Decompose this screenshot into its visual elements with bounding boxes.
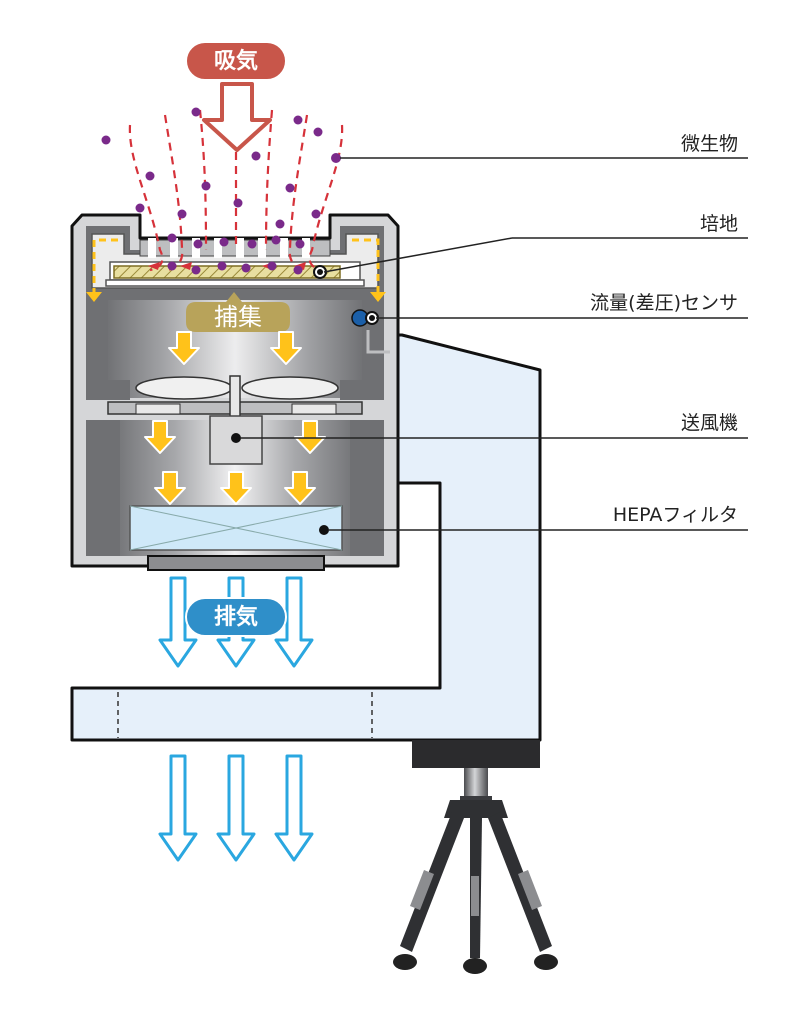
tripod (393, 740, 558, 974)
side-airflow (86, 238, 386, 302)
callout-blower: 送風機 (231, 412, 748, 443)
exhaust-arrow-icon (216, 754, 256, 862)
intake-label-pill: 吸気 (185, 41, 287, 81)
microbe-particles (101, 107, 341, 275)
intake-airflow-lines (128, 109, 344, 272)
tripod-foot (534, 954, 558, 970)
exhaust-label: 排気 (214, 604, 258, 630)
tripod-foot (463, 958, 487, 974)
stand-arm (70, 333, 542, 742)
label-microbe: 微生物 (681, 133, 738, 155)
label-medium: 培地 (700, 213, 738, 235)
capture-badge: 捕集 (186, 292, 290, 332)
capture-label: 捕集 (214, 303, 262, 331)
callout-microbe: 微生物 (331, 133, 748, 163)
exhaust-arrow-icon (158, 754, 198, 862)
label-hepa: HEPAフィルタ (613, 504, 738, 526)
blower-fan (107, 375, 363, 465)
tripod-foot (393, 954, 417, 970)
hepa-filter (129, 505, 343, 551)
label-flow-sensor: 流量(差圧)センサ (590, 292, 738, 314)
tripod-leg-left (400, 812, 464, 952)
callout-flow-sensor: 流量(差圧)センサ (365, 292, 748, 325)
intake-label: 吸気 (214, 48, 258, 74)
tripod-mount-block (412, 740, 540, 768)
label-blower: 送風機 (681, 412, 738, 434)
exhaust-arrow-icon (274, 754, 314, 862)
exhaust-label-pill: 排気 (185, 597, 287, 637)
tripod-leg-right (488, 812, 552, 952)
exhaust-arrows-lower (158, 754, 314, 862)
intake-arrow-icon (202, 82, 272, 152)
callout-hepa: HEPAフィルタ (319, 504, 748, 535)
callout-medium: 培地 (313, 213, 748, 279)
